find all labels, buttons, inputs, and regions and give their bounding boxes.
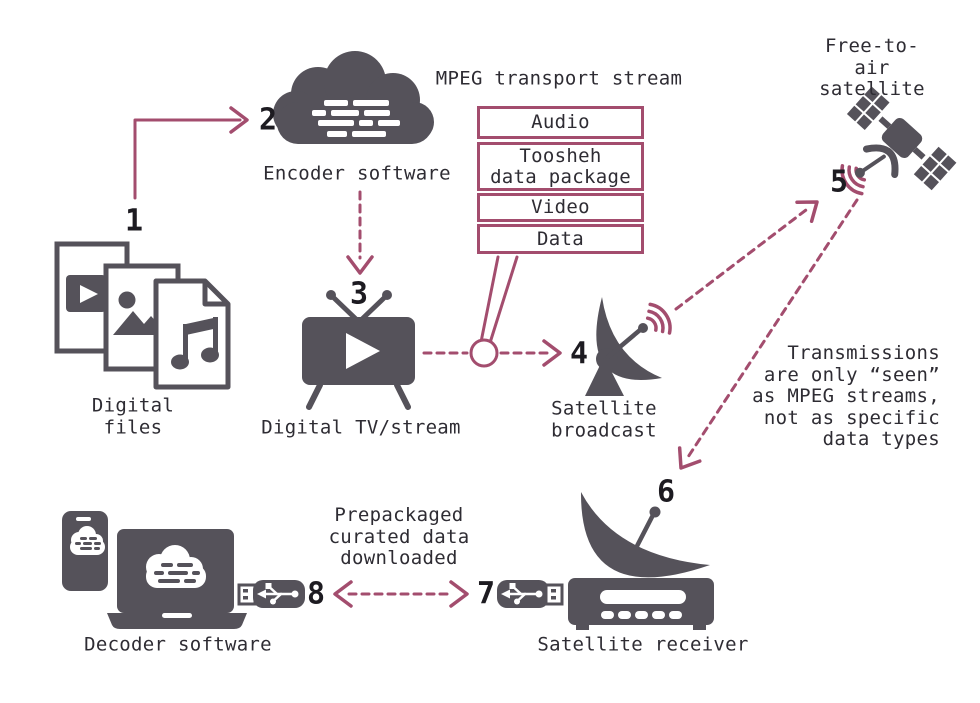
encoder-cloud-icon	[273, 51, 434, 144]
arrow-files-to-encoder	[133, 106, 249, 200]
satellite-icon	[846, 86, 957, 191]
note-prepackaged: Prepackaged curated data downloaded	[328, 503, 470, 569]
label-digital-tv: Digital TV/stream	[261, 416, 461, 439]
step-number-1: 1	[124, 203, 144, 239]
mpeg-row-video: Video	[477, 193, 644, 222]
arrow-satellite-to-dish	[677, 198, 859, 470]
usb-stick-8-icon	[237, 580, 305, 608]
mpeg-row-toosheh: Toosheh data package	[477, 142, 644, 191]
receiver-box-icon	[568, 578, 714, 630]
step-number-4: 4	[569, 336, 589, 372]
note-transmissions: Transmissions are only “seen” as MPEG st…	[752, 342, 940, 450]
signal-waves-broadcast-icon	[645, 302, 672, 335]
step-number-5: 5	[829, 164, 849, 200]
label-digital-files: Digital files	[91, 394, 175, 438]
arrow-broadcast-to-satellite	[674, 200, 819, 311]
mpeg-bubble-tail	[479, 255, 519, 348]
label-free-to-air-satellite: Free-to-air satellite	[819, 34, 925, 100]
laptop-icon	[107, 529, 247, 629]
label-satellite-broadcast: Satellite broadcast	[551, 397, 657, 441]
arrow-tv-to-broadcast	[422, 339, 562, 367]
label-satellite-receiver: Satellite receiver	[537, 633, 749, 656]
tv-icon	[302, 290, 415, 410]
mpeg-row-audio: Audio	[477, 106, 644, 139]
step-number-3: 3	[349, 276, 369, 312]
step-number-7: 7	[476, 576, 496, 612]
step-number-6: 6	[656, 474, 676, 510]
receiver-dish-icon	[580, 492, 710, 578]
usb-stick-7-icon	[497, 580, 564, 608]
mpeg-title: MPEG transport stream	[435, 67, 683, 90]
broadcast-dish-icon	[585, 297, 662, 396]
digital-files-icon	[54, 241, 231, 390]
phone-icon	[62, 511, 108, 591]
label-decoder-software: Decoder software	[84, 633, 272, 656]
junction-circle	[469, 338, 499, 368]
arrow-encoder-to-tv	[346, 190, 374, 275]
arrow-usb-transfer	[333, 580, 469, 608]
step-number-8: 8	[306, 576, 326, 612]
mpeg-row-data: Data	[477, 224, 644, 254]
step-number-2: 2	[258, 102, 278, 138]
label-encoder-software: Encoder software	[263, 162, 451, 185]
